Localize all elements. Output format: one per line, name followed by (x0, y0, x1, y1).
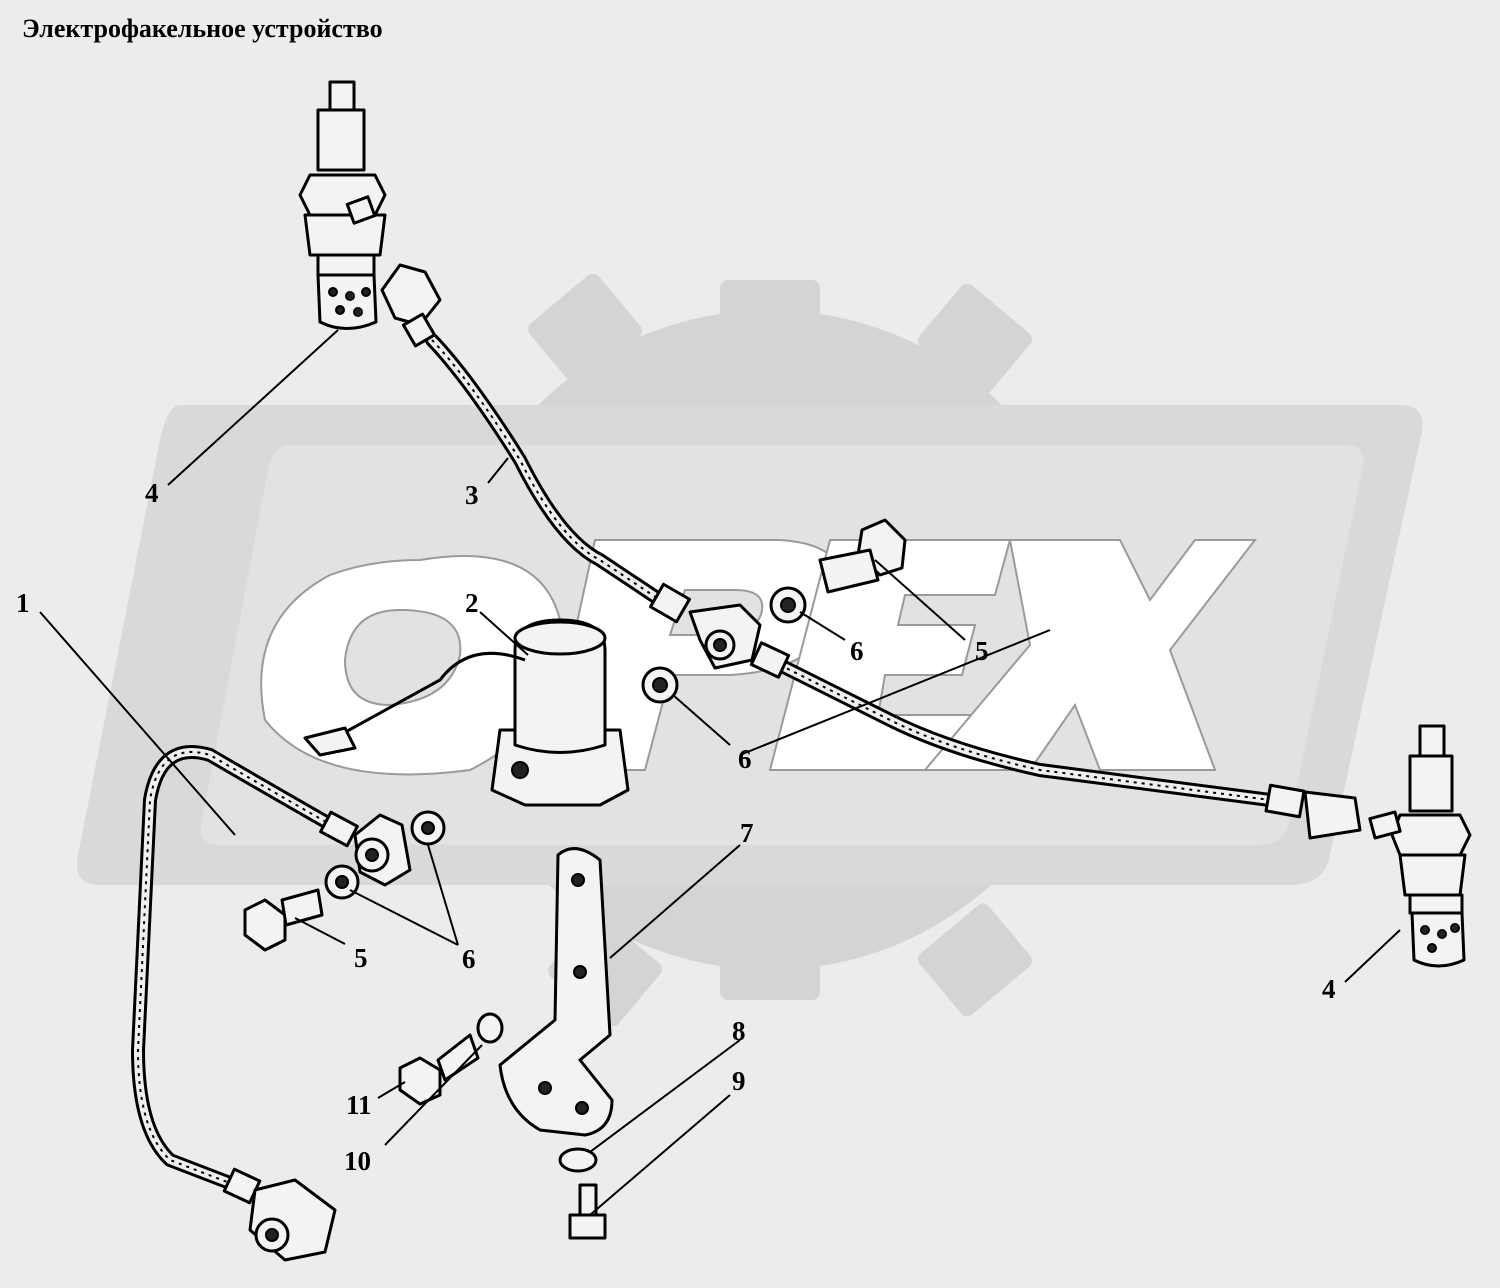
solenoid-valve-2 (303, 618, 630, 807)
watermark-letter-o (260, 555, 562, 776)
glow-plug-igniter-4-upper (298, 80, 387, 330)
callout-11: 11 (346, 1090, 372, 1120)
callout-8: 8 (732, 1016, 746, 1046)
washer-6-right (769, 586, 807, 624)
glow-plug-igniter-4-lower (1368, 724, 1472, 968)
leader-lines (39, 329, 1401, 1216)
screw-9 (568, 1183, 607, 1240)
callout-6-left: 6 (462, 944, 476, 974)
callout-9: 9 (732, 1066, 746, 1096)
lock-washer-8 (558, 1147, 598, 1173)
callout-4-lower: 4 (1322, 974, 1336, 1004)
callout-6-right: 6 (850, 636, 864, 666)
callout-2: 2 (465, 588, 479, 618)
diagram-title: Электрофакельное устройство (22, 14, 383, 43)
washer-6-middle (641, 666, 679, 704)
washer-6-left-a (324, 864, 360, 900)
fuel-pipe-1 (131, 745, 412, 1262)
lock-washer-10 (476, 1012, 504, 1044)
watermark-letters (260, 539, 1258, 776)
mounting-bracket-7 (498, 847, 614, 1137)
callout-3: 3 (465, 480, 479, 510)
callout-10: 10 (344, 1146, 371, 1176)
bolt-11 (398, 1033, 480, 1106)
washer-6-left-b (410, 810, 446, 846)
callout-5-right: 5 (975, 636, 989, 666)
callout-labels: 1 2 3 4 4 5 5 6 6 6 7 8 9 10 11 (16, 478, 1336, 1176)
fuel-pipe-3 (380, 263, 1362, 840)
callout-7: 7 (740, 818, 754, 848)
callout-4-upper: 4 (145, 478, 159, 508)
watermark-letter-x (922, 539, 1258, 771)
banjo-bolt-5-right (818, 518, 907, 594)
callout-6-middle: 6 (738, 744, 752, 774)
banjo-bolt-5-left (243, 888, 324, 952)
callout-1: 1 (16, 588, 30, 618)
callout-5-left: 5 (354, 943, 368, 973)
